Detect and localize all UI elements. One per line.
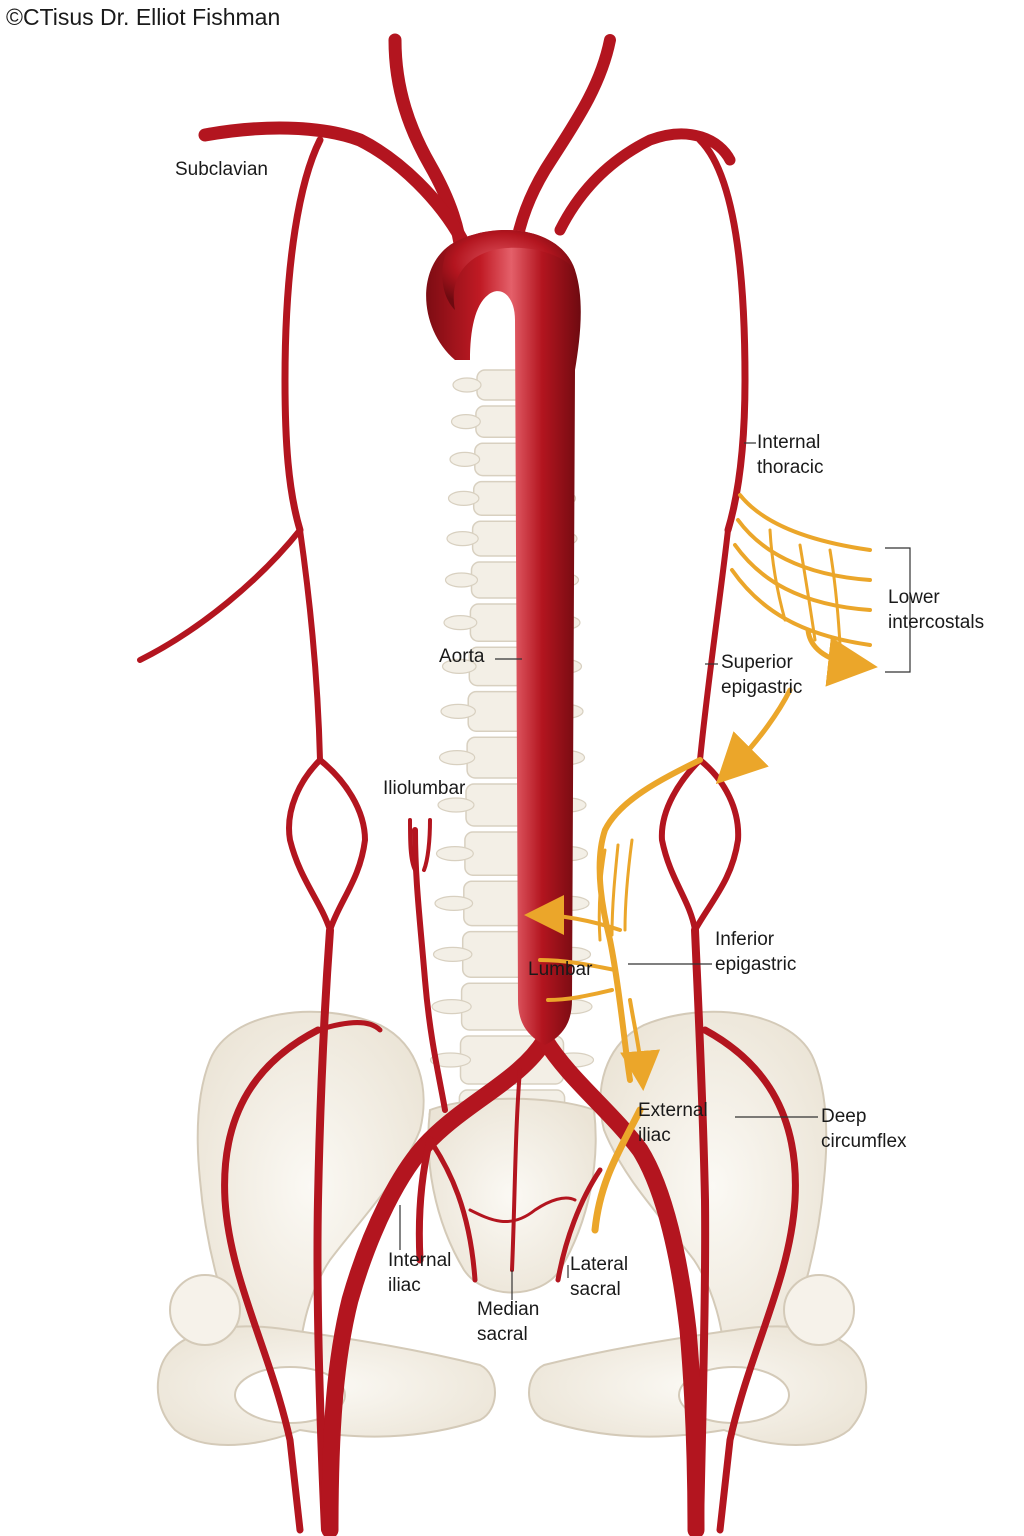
vertebra-process bbox=[431, 998, 472, 1015]
label-deep-circumflex-line1: Deep bbox=[821, 1106, 867, 1127]
label-superior-epigastric-line2: epigastric bbox=[721, 677, 803, 698]
vertebra-process bbox=[440, 703, 477, 720]
leader-lines bbox=[399, 442, 911, 1300]
copyright-text: ©CTisus Dr. Elliot Fishman bbox=[6, 4, 281, 30]
label-lateral-sacral-line1: Lateral bbox=[570, 1254, 629, 1275]
label-deep-circumflex-line2: circumflex bbox=[821, 1131, 907, 1152]
arteries bbox=[137, 33, 799, 1536]
label-external-iliac-line2: iliac bbox=[638, 1125, 671, 1146]
label-median-sacral-line1: Median bbox=[477, 1299, 540, 1320]
vertebra-process bbox=[429, 1052, 472, 1068]
label-lumbar: Lumbar bbox=[528, 959, 593, 980]
label-internal-thoracic-line2: thoracic bbox=[757, 457, 824, 478]
label-inferior-epigastric-line1: Inferior bbox=[715, 929, 775, 950]
aorta-vessel bbox=[426, 230, 581, 1046]
label-internal-thoracic-line1: Internal bbox=[757, 432, 821, 453]
label-iliolumbar: Iliolumbar bbox=[383, 778, 466, 799]
label-subclavian: Subclavian bbox=[175, 159, 268, 180]
label-lower-intercostals-line1: Lower bbox=[888, 587, 940, 608]
vertebra-process bbox=[449, 451, 481, 467]
vertebra-process bbox=[435, 845, 474, 862]
vertebra-process bbox=[444, 572, 479, 588]
vertebra-process bbox=[447, 490, 480, 506]
collateral-pathways bbox=[524, 493, 878, 1234]
vertebra-process bbox=[450, 414, 481, 430]
vertebra-process bbox=[438, 749, 476, 766]
vertebra-process bbox=[441, 658, 477, 675]
label-aorta: Aorta bbox=[439, 646, 485, 667]
vertebra-process bbox=[432, 946, 473, 963]
label-median-sacral-line2: sacral bbox=[477, 1324, 528, 1345]
label-internal-iliac-line1: Internal bbox=[388, 1250, 452, 1271]
label-superior-epigastric-line1: Superior bbox=[721, 652, 793, 673]
vertebra-process bbox=[443, 614, 478, 631]
vertebra-process bbox=[434, 895, 474, 912]
label-internal-iliac-line2: iliac bbox=[388, 1275, 421, 1296]
vertebra-process bbox=[437, 797, 475, 813]
label-external-iliac-line1: External bbox=[638, 1100, 708, 1121]
label-lower-intercostals-line2: intercostals bbox=[888, 612, 985, 633]
vertebra-process bbox=[446, 530, 479, 547]
label-lateral-sacral-line2: sacral bbox=[570, 1279, 621, 1300]
label-inferior-epigastric-line2: epigastric bbox=[715, 954, 797, 975]
vertebra-process bbox=[452, 377, 482, 393]
